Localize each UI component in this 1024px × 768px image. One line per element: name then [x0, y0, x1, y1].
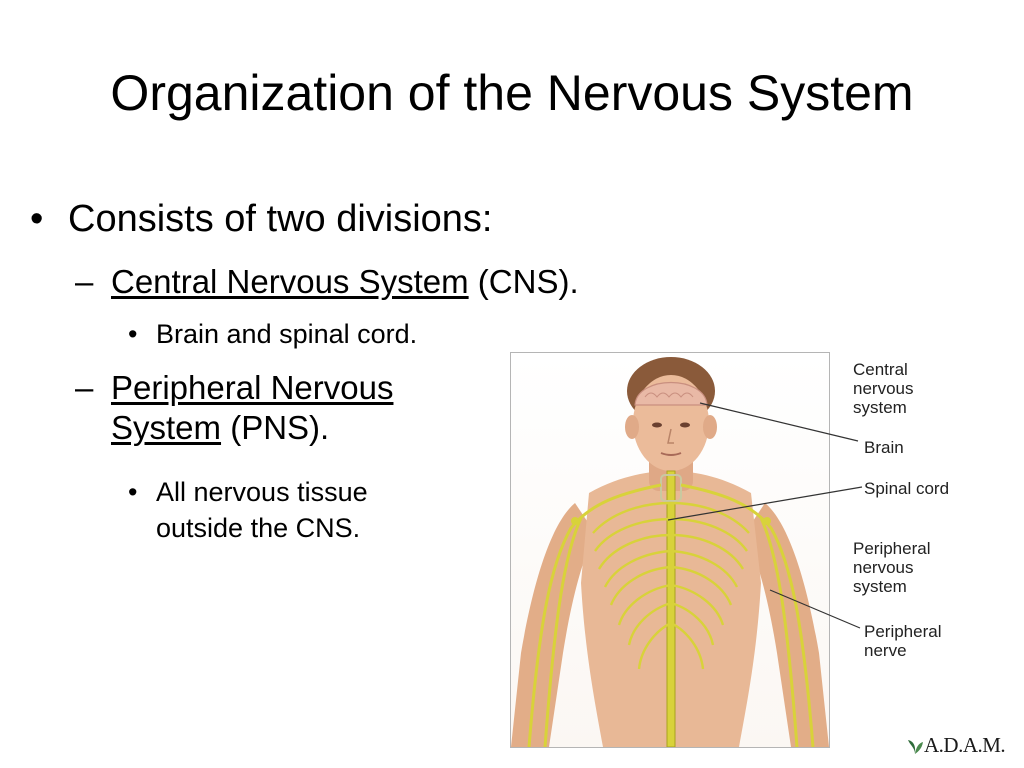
label-peripheral-nerve: Peripheral nerve	[864, 622, 942, 660]
pns-description: • All nervous tissue outside the CNS.	[128, 474, 458, 547]
body-figure-svg	[511, 357, 829, 747]
bullet-divisions: • Consists of two divisions:	[30, 198, 493, 242]
bullet-marker: •	[30, 198, 44, 240]
nervous-system-illustration	[510, 352, 830, 748]
pns-name-line1: Peripheral Nervous	[111, 369, 394, 406]
cns-name: Central Nervous System	[111, 263, 469, 300]
cns-description-text: Brain and spinal cord.	[156, 319, 418, 349]
subbullet-cns: –Central Nervous System (CNS).	[75, 262, 579, 302]
bullet-divisions-text: Consists of two divisions:	[68, 198, 493, 240]
cns-abbr: (CNS).	[477, 263, 579, 300]
label-spinal-cord: Spinal cord	[864, 479, 950, 498]
adam-logo-text: A.D.A.M.	[924, 733, 1006, 757]
adam-logo: A.D.A.M.	[906, 733, 1006, 758]
sub-bullet-marker: •	[128, 477, 138, 507]
subbullet-pns: –Peripheral Nervous System (PNS).	[75, 368, 475, 447]
label-peripheral-nervous-system: Peripheral nervous system	[853, 539, 931, 596]
leaf-logo-icon	[908, 739, 923, 754]
slide-title: Organization of the Nervous System	[110, 65, 914, 121]
sub-bullet-marker: •	[128, 319, 138, 349]
label-brain: Brain	[864, 438, 904, 457]
dash-marker: –	[75, 263, 94, 300]
cns-description: • Brain and spinal cord.	[128, 316, 417, 352]
pns-abbr: (PNS).	[230, 408, 330, 446]
pns-description-line1: All nervous tissue	[156, 477, 368, 507]
label-central-nervous-system: Central nervous system	[853, 360, 914, 417]
pns-name-line2: System	[111, 408, 222, 446]
pns-description-line2: outside the CNS.	[156, 513, 361, 544]
dash-marker: –	[75, 369, 94, 406]
